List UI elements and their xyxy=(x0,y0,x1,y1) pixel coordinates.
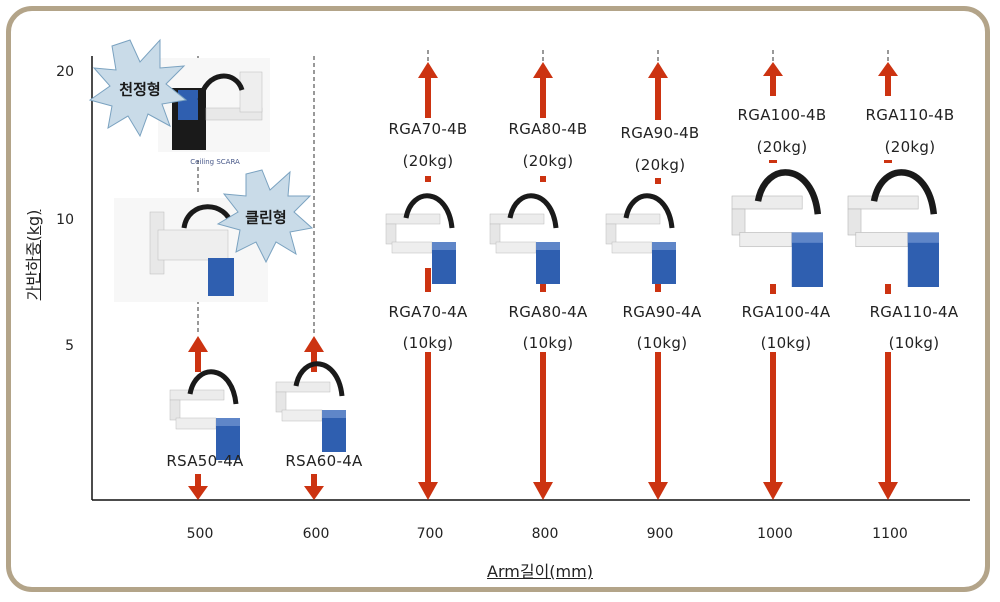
label-rsa50: RSA50-4A xyxy=(166,452,244,470)
x-tick-900: 900 xyxy=(646,526,674,542)
label-rga80b: RGA80-4B xyxy=(508,120,588,138)
label-rga110a: RGA110-4A xyxy=(869,303,959,321)
robot-image-rga100 xyxy=(732,172,823,287)
label-rga90a: RGA90-4A xyxy=(622,303,702,321)
robot-image-rga90 xyxy=(606,196,676,284)
robot-image-rga110 xyxy=(848,172,939,287)
label-rga100b-kg: (20kg) xyxy=(756,138,808,156)
label-rga70b: RGA70-4B xyxy=(388,120,468,138)
ceiling-burst xyxy=(88,38,188,138)
x-axis-title: Arm길이(mm) xyxy=(487,562,593,581)
label-rga80a: RGA80-4A xyxy=(508,303,588,321)
robot-image-rga80 xyxy=(490,196,560,284)
y-tick-10: 10 xyxy=(56,212,74,228)
robot-image-rsa50 xyxy=(170,372,240,460)
x-tick-700: 700 xyxy=(416,526,444,542)
x-tick-800: 800 xyxy=(531,526,559,542)
ceiling-label: 천정형 xyxy=(119,80,161,99)
clean-burst xyxy=(216,169,314,264)
y-axis-title: 가반하중(kg) xyxy=(24,209,43,301)
label-rga70a-kg: (10kg) xyxy=(402,334,454,352)
label-rga100a: RGA100-4A xyxy=(741,303,831,321)
label-rga90b: RGA90-4B xyxy=(620,124,700,142)
label-rga70a: RGA70-4A xyxy=(388,303,468,321)
arrows xyxy=(188,62,898,500)
x-tick-1000: 1000 xyxy=(757,526,793,542)
label-rga70b-kg: (20kg) xyxy=(402,152,454,170)
label-rga100a-kg: (10kg) xyxy=(760,334,812,352)
robot-image-rga70 xyxy=(386,196,456,284)
label-rga80a-kg: (10kg) xyxy=(522,334,574,352)
clean-label: 클린형 xyxy=(245,208,287,227)
x-tick-500: 500 xyxy=(186,526,214,542)
ceiling-caption: Ceiling SCARA xyxy=(190,158,240,166)
x-tick-600: 600 xyxy=(302,526,330,542)
label-rga110b-kg: (20kg) xyxy=(884,138,936,156)
label-rga110a-kg: (10kg) xyxy=(888,334,940,352)
label-rsa60: RSA60-4A xyxy=(285,452,363,470)
robot-image-ceiling xyxy=(158,58,270,152)
y-tick-20: 20 xyxy=(56,64,74,80)
y-tick-5: 5 xyxy=(65,338,74,354)
label-rga90a-kg: (10kg) xyxy=(636,334,688,352)
x-tick-1100: 1100 xyxy=(872,526,908,542)
label-rga100b: RGA100-4B xyxy=(737,106,827,124)
label-rga90b-kg: (20kg) xyxy=(634,156,686,174)
robot-image-rsa60 xyxy=(276,364,346,452)
label-rga80b-kg: (20kg) xyxy=(522,152,574,170)
label-rga110b: RGA110-4B xyxy=(865,106,955,124)
